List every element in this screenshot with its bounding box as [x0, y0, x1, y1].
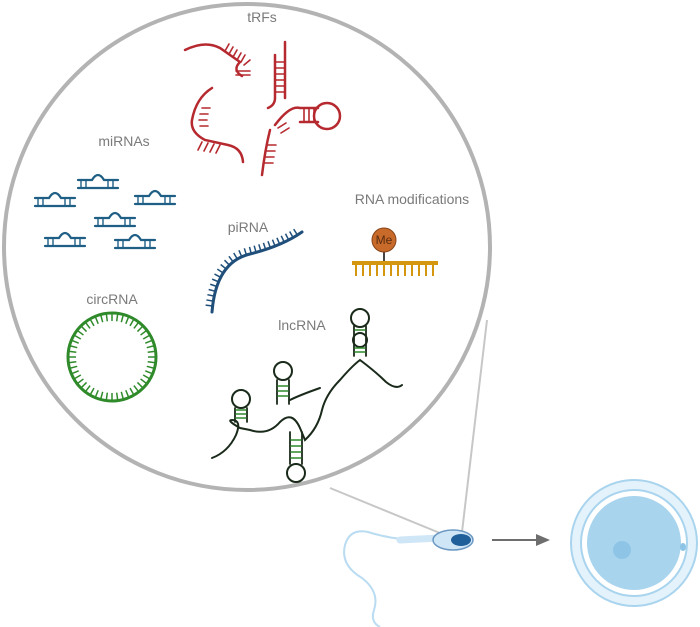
- pirna-base-tick: [209, 283, 218, 288]
- pirna-base-tick: [253, 245, 257, 253]
- circrna-base-tick: [133, 385, 140, 393]
- circrna-base-tick: [147, 350, 156, 354]
- circrna-label: circRNA: [86, 291, 138, 307]
- pirna-base-tick: [214, 273, 222, 278]
- circrna-base-tick: [68, 350, 77, 354]
- circrna-base-tick: [80, 381, 88, 389]
- circrna-base-tick: [71, 370, 80, 375]
- circrna-base-tick: [76, 378, 84, 385]
- trf-fragments: [183, 40, 342, 177]
- circrna-base-tick: [69, 365, 78, 370]
- circrna-ring: [66, 311, 158, 403]
- circrna-base-tick: [142, 374, 151, 380]
- circrna-base-tick: [146, 365, 155, 370]
- circrna-base-tick: [71, 339, 80, 344]
- pirna-base-tick: [280, 235, 285, 243]
- circrna-base-tick: [84, 385, 91, 393]
- circrna-base-tick: [99, 314, 104, 323]
- circrna-base-tick: [125, 389, 130, 398]
- circrna-base-tick: [80, 325, 88, 333]
- circrna-base-tick: [120, 314, 125, 323]
- pirna-base-tick: [289, 231, 294, 238]
- pirna-base-tick: [208, 288, 216, 293]
- methyl-label: Me: [376, 233, 393, 247]
- lncrna-molecule: [211, 308, 403, 483]
- pirna-base-tick: [243, 248, 248, 256]
- circrna-base-tick: [142, 334, 151, 340]
- circrna-base-tick: [105, 313, 109, 322]
- circrna-base-tick: [105, 392, 109, 401]
- circrna-base-tick: [94, 389, 99, 398]
- trfs-label: tRFs: [247, 9, 277, 25]
- pirna-base-tick: [205, 304, 213, 307]
- circrna-base-tick: [136, 325, 144, 333]
- pirna-base-tick: [211, 278, 219, 283]
- pirna-base-tick: [271, 239, 276, 247]
- magnifier-connector: [329, 319, 488, 539]
- pirna-base-tick: [276, 237, 281, 245]
- oocyte: [570, 479, 698, 607]
- circrna-base-tick: [89, 318, 95, 327]
- pirna-base-tick: [220, 263, 227, 270]
- circrna-base-tick: [144, 339, 153, 344]
- methyl-group-icon: [371, 227, 397, 253]
- circrna-base-tick: [84, 321, 91, 329]
- pirna-label: piRNA: [228, 219, 269, 235]
- circrna-base-tick: [140, 329, 148, 336]
- circrna-base-tick: [68, 360, 77, 364]
- rna-modifications-label: RNA modifications: [355, 191, 469, 207]
- circrna-base-tick: [120, 391, 125, 400]
- pirna-base-tick: [206, 299, 214, 302]
- pirna-base-tick: [228, 255, 234, 263]
- lncrna-label: lncRNA: [278, 317, 326, 333]
- circrna-base-tick: [76, 329, 84, 336]
- circrna-base-tick: [69, 344, 78, 349]
- circrna-base-tick: [115, 313, 119, 322]
- mirnas-label: miRNAs: [98, 133, 149, 149]
- circrna-base-tick: [144, 370, 153, 375]
- fertilization-arrow-icon: [492, 534, 550, 546]
- magnifier-circle: [2, 2, 492, 492]
- circrna-base-tick: [129, 318, 135, 327]
- circrna-base-tick: [129, 387, 135, 396]
- circrna-base-tick: [73, 374, 82, 380]
- circrna-base-tick: [133, 321, 140, 329]
- pirna-base-tick: [216, 268, 224, 274]
- mirna-duplexes: [33, 173, 177, 250]
- circrna-base-tick: [136, 381, 144, 389]
- pirna-base-tick: [207, 293, 215, 297]
- pirna-base-tick: [248, 246, 252, 254]
- pirna-base-tick: [238, 250, 243, 258]
- circrna-base-tick: [115, 392, 119, 401]
- pirna-base-tick: [284, 233, 290, 241]
- pirna-base-tick: [223, 259, 230, 266]
- pirna-base-tick: [258, 244, 262, 252]
- circrna-base-tick: [125, 316, 130, 325]
- rna-modification-strand: Me: [352, 227, 438, 276]
- circrna-base-tick: [147, 360, 156, 364]
- pirna-strand: [205, 228, 304, 314]
- circrna-base-tick: [89, 387, 95, 396]
- sperm-cell: [343, 529, 474, 627]
- circrna-base-tick: [140, 378, 148, 385]
- circrna-base-tick: [99, 391, 104, 400]
- pirna-base-tick: [293, 228, 299, 236]
- pirna-base-tick: [267, 241, 272, 249]
- circrna-base-tick: [73, 334, 82, 340]
- pirna-base-tick: [233, 252, 238, 260]
- circrna-base-tick: [146, 344, 155, 349]
- circrna-base-tick: [94, 316, 99, 325]
- pirna-base-tick: [262, 242, 267, 250]
